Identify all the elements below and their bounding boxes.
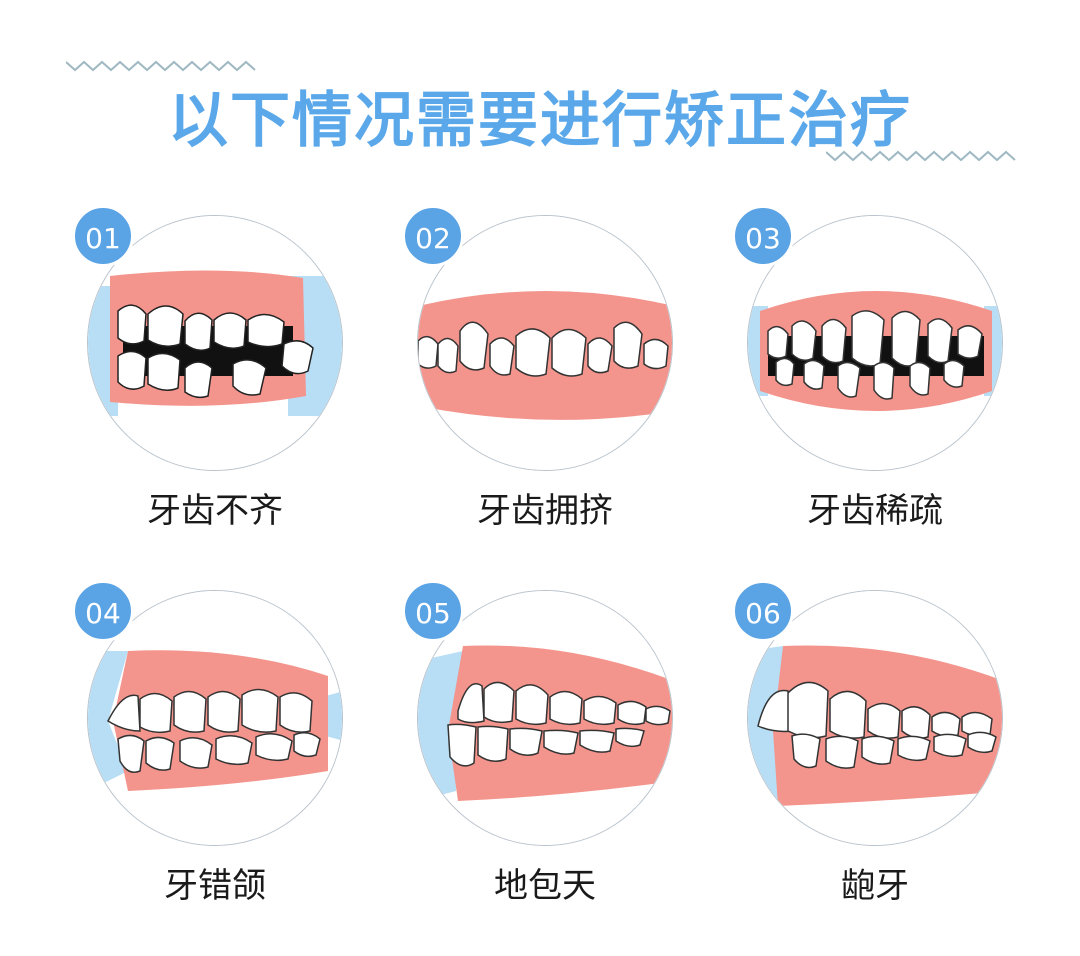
condition-card-buck-teeth: 06 龅牙: [720, 580, 1020, 910]
wave-decoration-icon: [826, 150, 1016, 162]
step-number-badge: 02: [402, 205, 464, 267]
illustration-circle: [87, 590, 343, 846]
condition-card-uneven-teeth: 01 牙齿不齐: [60, 205, 360, 535]
condition-card-crowded-teeth: 02 牙齿拥挤: [390, 205, 690, 535]
condition-label: 龅牙: [841, 866, 909, 906]
malocclusion-illustration: [88, 591, 342, 845]
step-number-badge: 05: [402, 580, 464, 642]
step-number-badge: 06: [732, 580, 794, 642]
buck-teeth-illustration: [748, 591, 1002, 845]
step-number-badge: 01: [72, 205, 134, 267]
condition-label: 牙齿拥挤: [477, 491, 613, 531]
wave-decoration-icon: [66, 60, 256, 72]
condition-card-underbite: 05 地包天: [390, 580, 690, 910]
condition-label: 地包天: [494, 866, 596, 906]
uneven-teeth-illustration: [88, 216, 342, 470]
underbite-illustration: [418, 591, 672, 845]
illustration-circle: [417, 215, 673, 471]
illustration-circle: [747, 590, 1003, 846]
crowded-teeth-illustration: [418, 216, 672, 470]
page-title: 以下情况需要进行矫正治疗: [168, 86, 912, 156]
condition-label: 牙齿稀疏: [807, 491, 943, 531]
illustration-circle: [747, 215, 1003, 471]
step-number-badge: 03: [732, 205, 794, 267]
condition-card-sparse-teeth: 03 牙齿稀疏: [720, 205, 1020, 535]
condition-label: 牙齿不齐: [147, 491, 283, 531]
condition-card-malocclusion: 04 牙错颌: [60, 580, 360, 910]
illustration-circle: [87, 215, 343, 471]
condition-label: 牙错颌: [164, 866, 266, 906]
sparse-teeth-illustration: [748, 216, 1002, 470]
illustration-circle: [417, 590, 673, 846]
step-number-badge: 04: [72, 580, 134, 642]
